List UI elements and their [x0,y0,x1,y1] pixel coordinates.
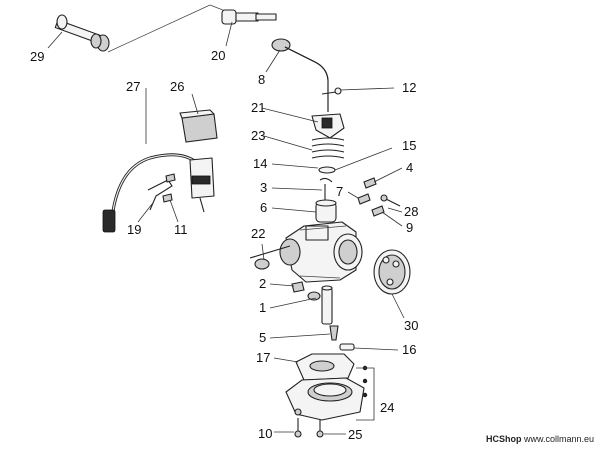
part-11-screw [162,173,176,203]
callout-6: 6 [260,200,267,215]
part-9-screw [371,205,385,217]
callout-26: 26 [170,79,184,94]
leader-lines [47,21,405,435]
part-17-float [295,353,355,381]
part-28-screw [380,194,401,207]
part-30-gasket [373,249,411,295]
part-26-cap [179,109,218,143]
part-15-washer [318,166,336,174]
watermark-footer: HCShop www.collmann.eu [486,434,594,444]
callout-3: 3 [260,180,267,195]
part-8-cable [271,38,329,112]
callout-14: 14 [253,156,267,171]
part-23-spring [311,137,345,159]
part-2-jet [291,281,305,293]
part-29-fuel-hose [54,14,110,52]
callout-4: 4 [406,160,413,175]
part-20-banjo-fitting [221,9,277,25]
footer-url: www.collmann.eu [523,434,594,444]
callout-7: 7 [336,184,343,199]
callout-28: 28 [404,204,418,219]
callout-10: 10 [258,426,272,441]
part-19-bracket [147,179,173,211]
callout-2: 2 [259,276,266,291]
part-1-emulsion-tube [307,285,333,325]
part-16-pin [339,343,355,351]
callout-29: 29 [30,49,44,64]
footer-shop: HCShop [485,434,522,444]
callout-8: 8 [258,72,265,87]
callout-5: 5 [259,330,266,345]
part-4-screw [363,177,377,189]
callout-24: 24 [380,400,394,415]
part-14-clip [319,177,333,183]
part-27-choke-cable [102,153,215,233]
callout-22: 22 [251,226,265,241]
part-12-screw [321,87,342,95]
callout-17: 17 [256,350,270,365]
part-24-float-bowl [285,377,365,421]
part-7-screw [357,193,371,205]
callout-12: 12 [402,80,416,95]
part-21-cover [311,113,345,139]
carburetor-body [279,221,363,283]
callout-20: 20 [211,48,225,63]
callout-27: 27 [126,79,140,94]
callout-11: 11 [174,222,188,237]
part-10-screw [294,418,302,438]
part-22-screw [249,245,291,270]
part-25-screw [316,420,324,438]
callout-16: 16 [402,342,416,357]
callout-23: 23 [251,128,265,143]
callout-1: 1 [259,300,266,315]
callout-21: 21 [251,100,265,115]
part-6-slide [315,199,337,223]
part-5-float-needle [329,325,339,341]
callout-30: 30 [404,318,418,333]
callout-15: 15 [402,138,416,153]
callout-9: 9 [406,220,413,235]
callout-labels: 29 20 8 27 26 21 12 23 15 14 4 3 7 6 28 … [30,48,418,442]
callout-25: 25 [348,427,362,442]
callout-19: 19 [127,222,141,237]
